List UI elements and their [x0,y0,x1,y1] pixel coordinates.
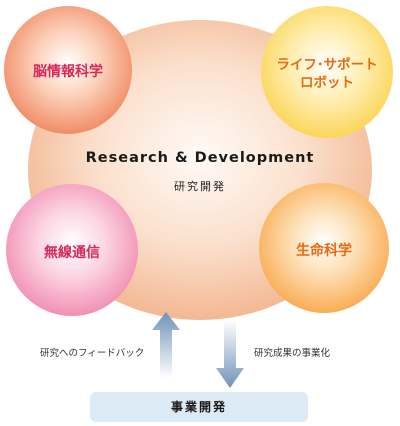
life-support-robot-label-line1: ライフ･サポート [276,57,378,73]
life-science-circle [259,183,389,313]
commercialization-label: 研究成果の事業化 [254,348,331,359]
life-support-robot-label: ライフ･サポート ロボット [261,56,393,92]
business-development-box [90,392,308,422]
rd-subtitle: 研究開発 [174,180,226,193]
wireless-communication-circle [6,184,138,316]
commercialization-arrow-icon [216,320,244,388]
brain-science-circle [4,6,132,134]
wireless-communication-label: 無線通信 [44,245,100,261]
feedback-label: 研究へのフィードバック [40,348,145,359]
life-support-robot-label-line2: ロボット [300,75,354,91]
business-development-label: 事業開発 [170,400,227,414]
brain-science-label: 脳情報科学 [33,64,103,80]
life-support-robot-circle [261,6,393,138]
life-science-label: 生命科学 [296,243,352,259]
rd-title: Research & Development [85,150,315,166]
feedback-arrow-icon [152,312,180,378]
